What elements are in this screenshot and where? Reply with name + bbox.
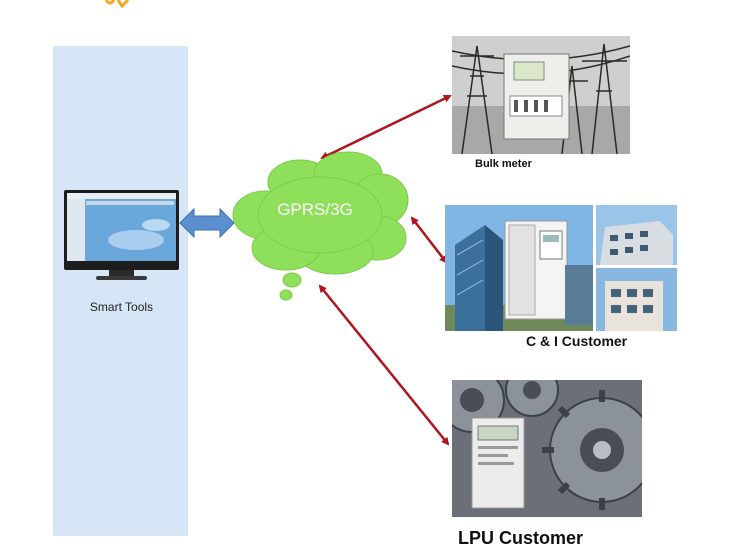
ci-customer-photo <box>445 205 677 331</box>
bulk-meter-photo <box>452 36 630 154</box>
smart-tools-panel <box>53 46 188 536</box>
lpu-customer-photo <box>452 380 642 517</box>
title-fragment-mark <box>104 0 130 8</box>
smart-tools-label: Smart Tools <box>89 300 154 314</box>
lpu-customer-label: LPU Customer <box>458 528 584 548</box>
network-ci-arrow <box>410 216 448 264</box>
network-lpu-arrow <box>318 284 450 446</box>
desktop-monitor-icon <box>64 190 179 280</box>
smart-tools-network-arrow <box>179 207 235 239</box>
ci-customer-label: C & I Customer <box>526 333 628 349</box>
gprs-cloud-shape <box>232 151 409 301</box>
network-bulk-arrow <box>320 94 452 160</box>
bulk-meter-label: Bulk meter <box>475 158 532 170</box>
gprs-label: GPRS/3G <box>277 200 353 219</box>
